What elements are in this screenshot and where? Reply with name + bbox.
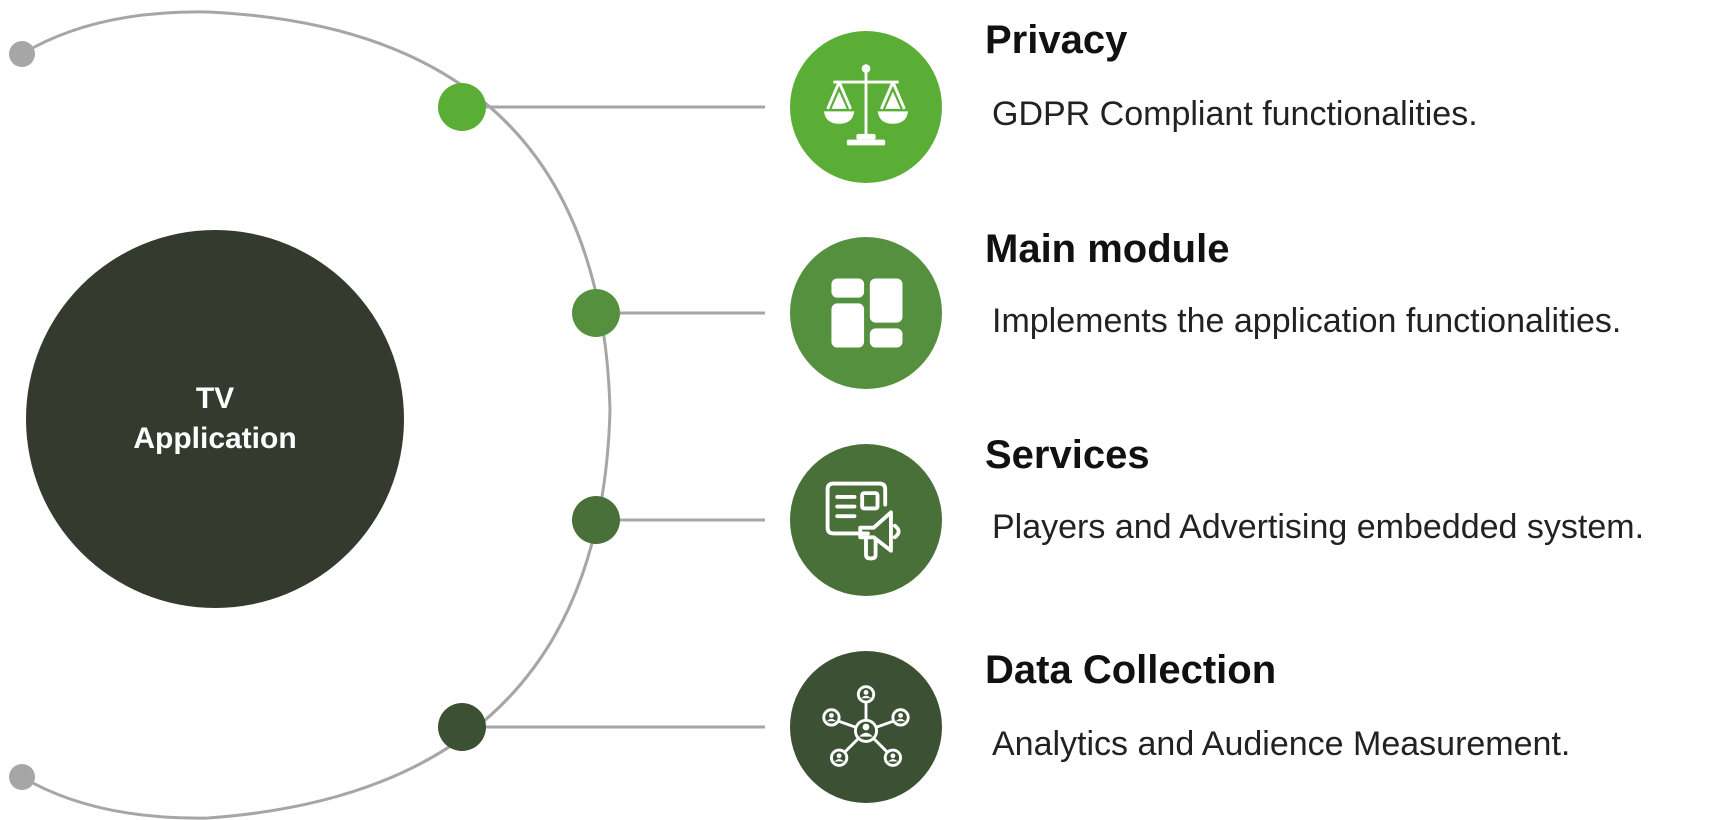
feature-title-services: Services (985, 433, 1150, 477)
center-label-line1: TV (195, 382, 235, 415)
center-label-line2: Application (133, 422, 297, 455)
feature-title-privacy: Privacy (985, 18, 1128, 62)
arc-node-privacy (438, 83, 486, 131)
feature-title-data-collection: Data Collection (985, 648, 1277, 692)
orbit-arc (21, 10, 612, 820)
feature-description-data-collection: Analytics and Audience Measurement. (992, 725, 1571, 763)
advertising-icon (825, 481, 901, 561)
arc-node-main-module (572, 289, 620, 337)
services-icon-badge (790, 444, 942, 596)
arc-node-data-collection (438, 703, 486, 751)
scales-icon (823, 64, 909, 146)
dashboard-icon (831, 278, 903, 348)
privacy-icon-badge (790, 31, 942, 183)
arc-node-services (572, 496, 620, 544)
feature-description-services: Players and Advertising embedded system. (992, 508, 1645, 546)
arc-endpoint-bottom (9, 764, 35, 790)
main-module-icon-badge (790, 237, 942, 389)
center-node: TV Application (26, 230, 404, 608)
data-collection-icon-badge (790, 651, 942, 803)
feature-title-main-module: Main module (985, 227, 1230, 271)
feature-description-main-module: Implements the application functionaliti… (992, 302, 1622, 340)
network-icon (822, 685, 910, 767)
arc-endpoint-top (9, 41, 35, 67)
feature-description-privacy: GDPR Compliant functionalities. (992, 95, 1478, 133)
